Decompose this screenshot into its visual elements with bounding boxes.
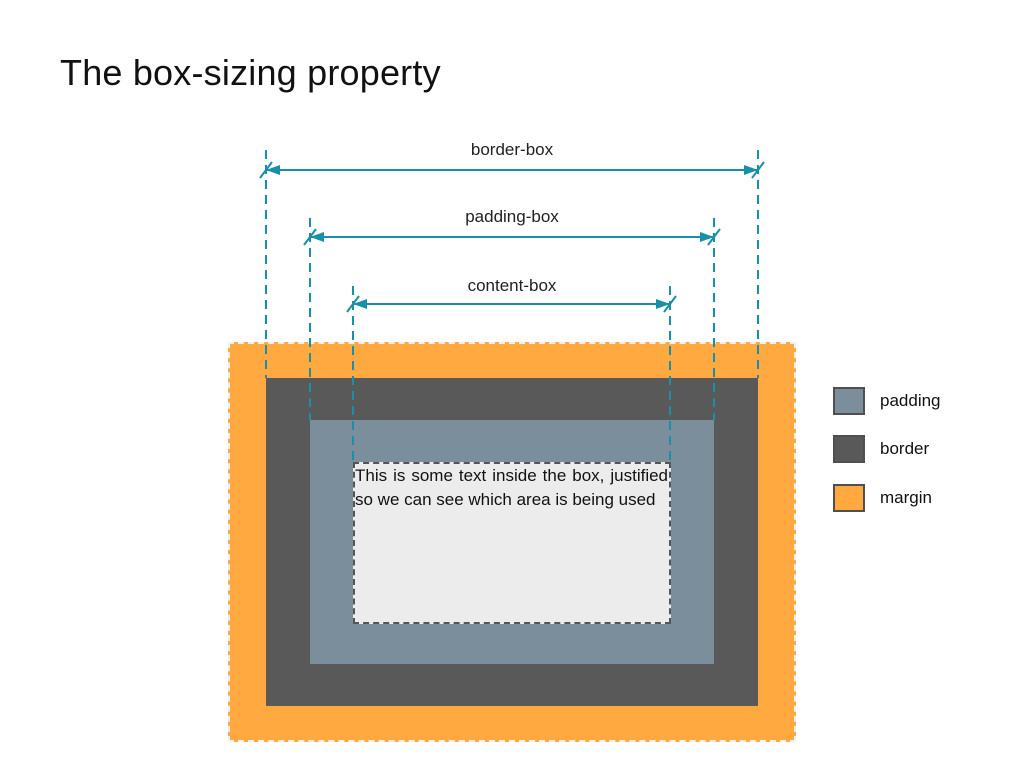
page-title: The box-sizing property (60, 52, 441, 93)
padding-box-dimension-line (303, 228, 721, 246)
legend-label-border: border (880, 439, 930, 458)
content-box-label: content-box (467, 276, 557, 295)
border-swatch (833, 435, 865, 463)
legend-label-padding: padding (880, 391, 941, 410)
padding-box-label: padding-box (465, 207, 559, 226)
legend-item-border: border (833, 433, 929, 465)
margin-swatch (833, 484, 865, 512)
content-text: This is some text inside the box, justif… (355, 466, 668, 509)
content-area (353, 462, 671, 624)
padding-swatch (833, 387, 865, 415)
legend-label-margin: margin (880, 488, 932, 507)
border-box-dimension-line (259, 161, 765, 179)
border-box-label: border-box (470, 140, 554, 159)
legend-item-margin: margin (833, 482, 932, 514)
legend-item-padding: padding (833, 385, 941, 417)
content-box-dimension-line (346, 295, 677, 313)
